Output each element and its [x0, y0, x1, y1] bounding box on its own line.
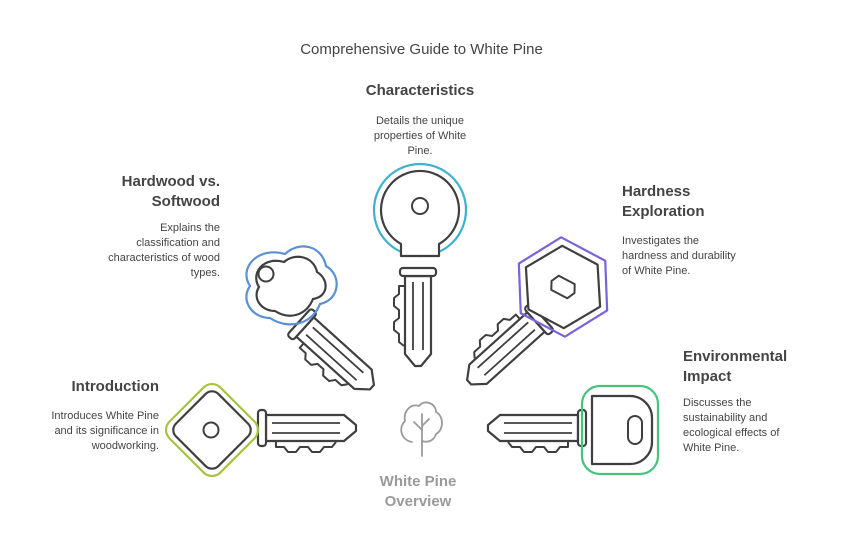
characteristics-heading: Characteristics — [365, 82, 475, 99]
environmental-key — [486, 384, 660, 476]
characteristics-key — [372, 162, 468, 368]
hardness-key — [451, 236, 609, 397]
hardwood-description: Explains the classification and characte… — [108, 222, 220, 279]
introduction-description: Introduces White Pine and its significan… — [51, 410, 159, 452]
hardness-description: Investigates the hardness and durability… — [622, 235, 736, 277]
characteristics-description: Details the unique properties of White P… — [373, 115, 467, 157]
page-title: Comprehensive Guide to White Pine — [300, 41, 543, 58]
hardwood-key — [245, 245, 386, 407]
introduction-heading: Introduction — [71, 378, 159, 395]
tree-icon — [400, 401, 443, 457]
hardness-heading: Hardness Exploration — [622, 183, 705, 220]
environmental-description: Discusses the sustainability and ecologi… — [683, 397, 780, 454]
introduction-key — [164, 382, 358, 478]
hardwood-heading: Hardwood vs. Softwood — [121, 173, 220, 210]
hub-label: White Pine Overview — [379, 473, 457, 510]
environmental-heading: Environmental Impact — [683, 348, 788, 385]
